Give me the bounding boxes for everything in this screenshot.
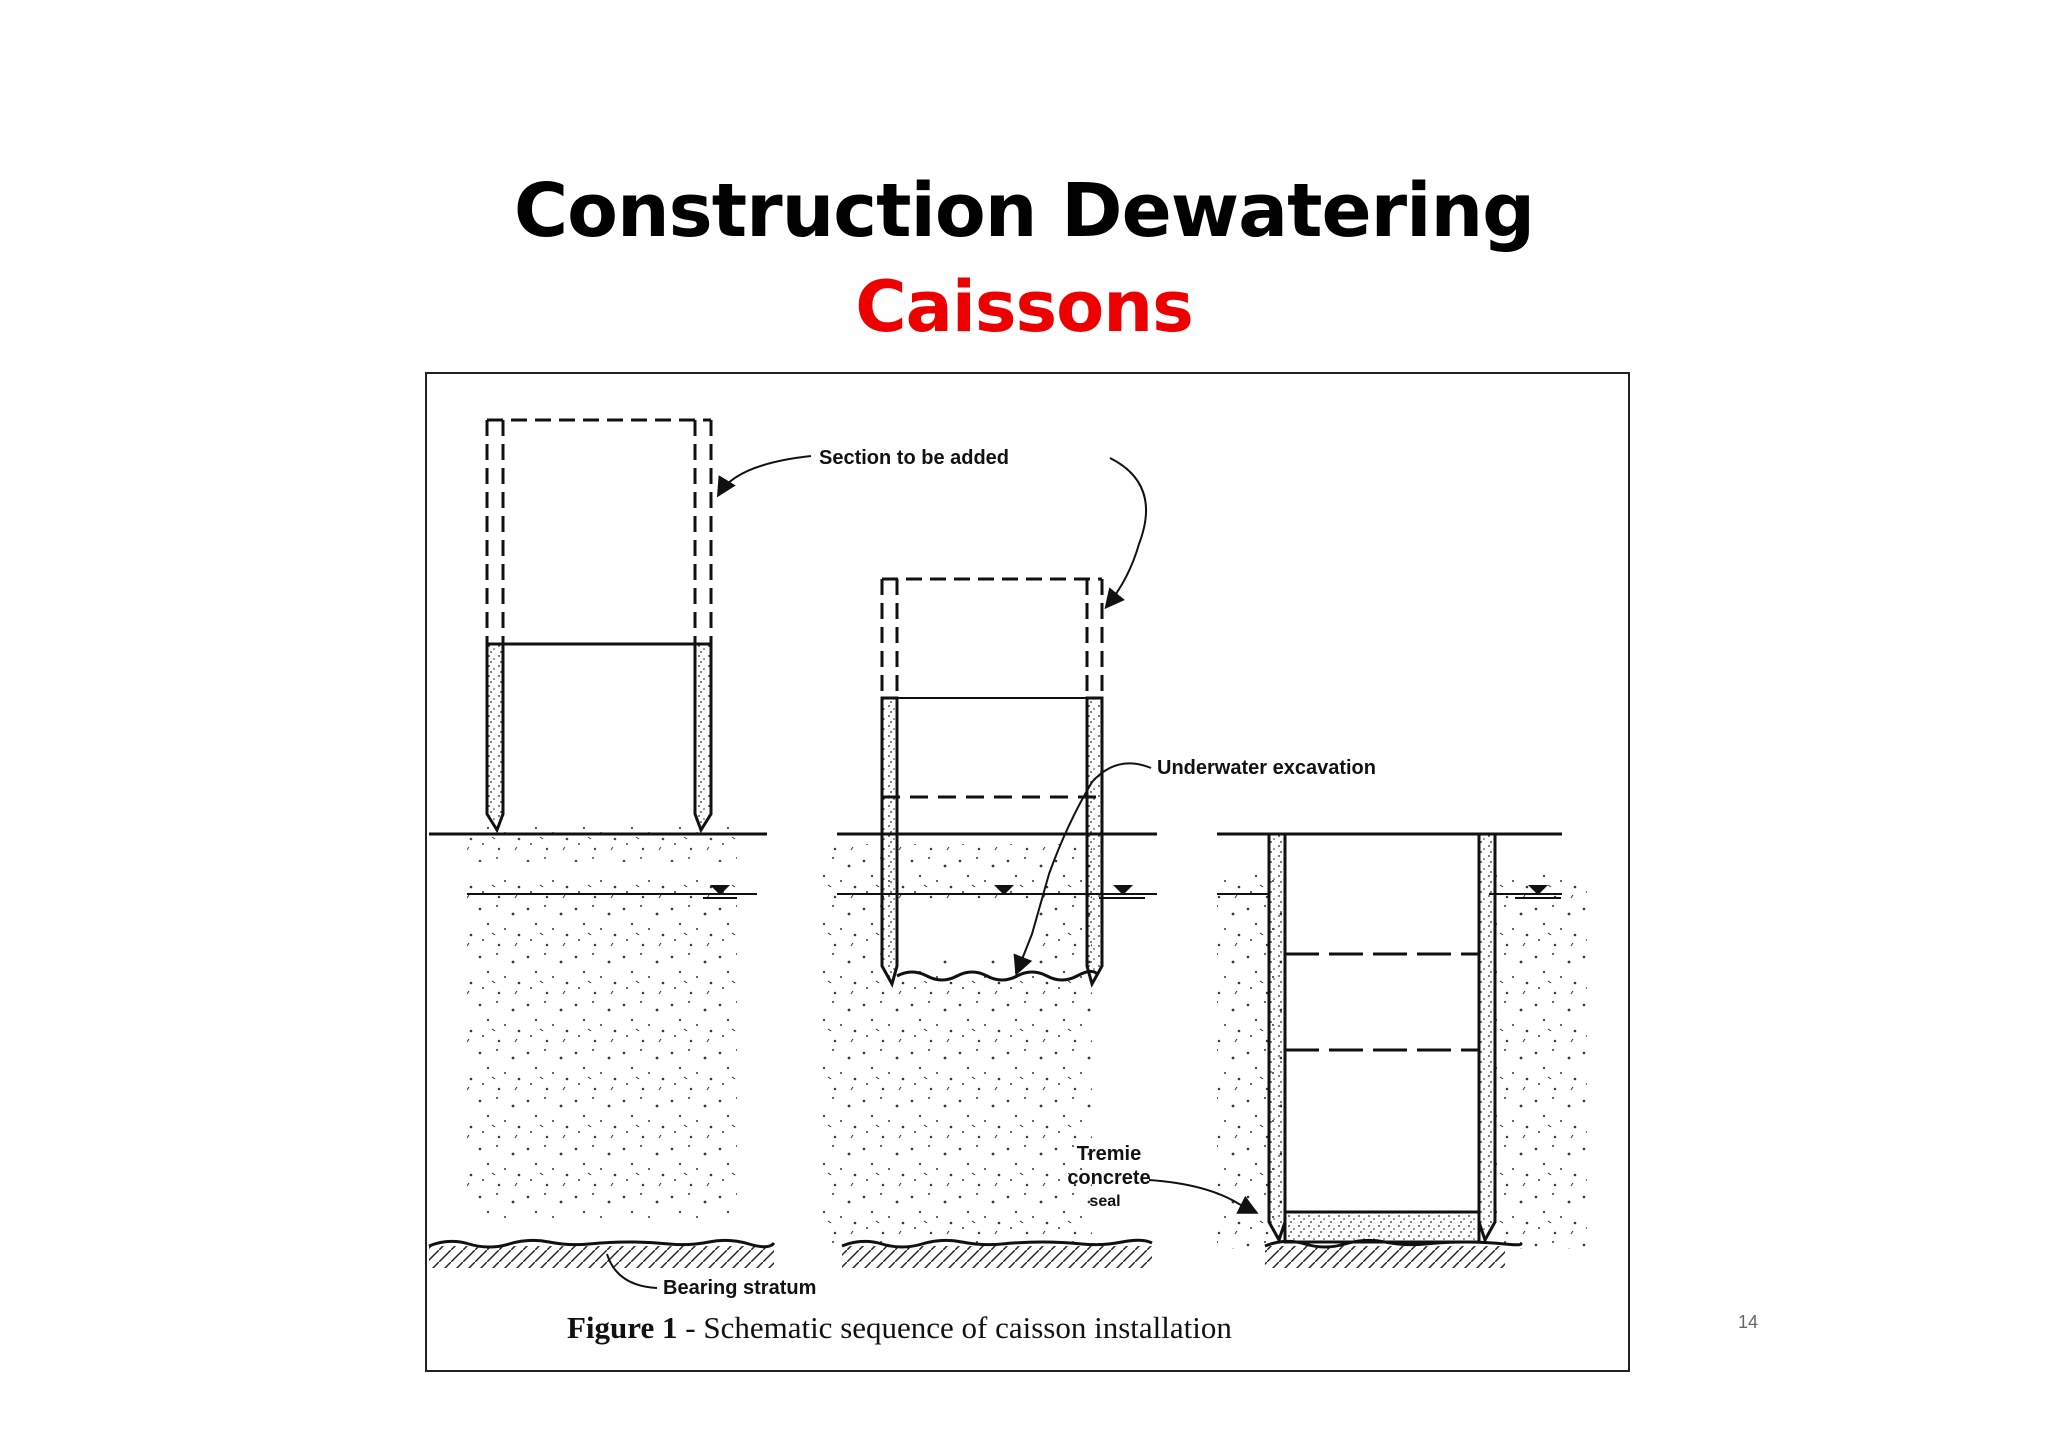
caisson-figure: Section to be added Underwater excavatio… [425, 372, 1630, 1372]
caisson-stage-3 [1217, 832, 1587, 1268]
figure-caption: Figure 1 - Schematic sequence of caisson… [567, 1310, 1232, 1345]
label-underwater-excavation: Underwater excavation [1157, 757, 1376, 779]
leader-bearing-stratum [606, 1253, 658, 1289]
figure-caption-number: Figure 1 [567, 1310, 678, 1345]
caisson-diagram: Section to be added Underwater excavatio… [428, 418, 1587, 1345]
page-number: 14 [1738, 1312, 1759, 1332]
leader-underwater-excavation [1013, 762, 1152, 976]
label-tremie-1: Tremie [1077, 1143, 1141, 1165]
figure-caption-text: - Schematic sequence of caisson installa… [678, 1310, 1233, 1345]
leader-section-middle [1104, 457, 1147, 610]
label-tremie-2: concrete [1067, 1167, 1150, 1189]
label-tremie-3: seal [1089, 1193, 1120, 1210]
caisson-stage-2 [822, 577, 1157, 1268]
caisson-stage-1 [428, 418, 776, 1268]
leader-tremie-seal [1148, 1179, 1259, 1214]
slide-title: Construction Dewatering [513, 168, 1535, 254]
leader-section-left [716, 455, 812, 498]
label-section-to-be-added: Section to be added [819, 447, 1009, 469]
label-bearing-stratum: Bearing stratum [663, 1277, 816, 1299]
slide-subtitle: Caissons [855, 266, 1194, 348]
